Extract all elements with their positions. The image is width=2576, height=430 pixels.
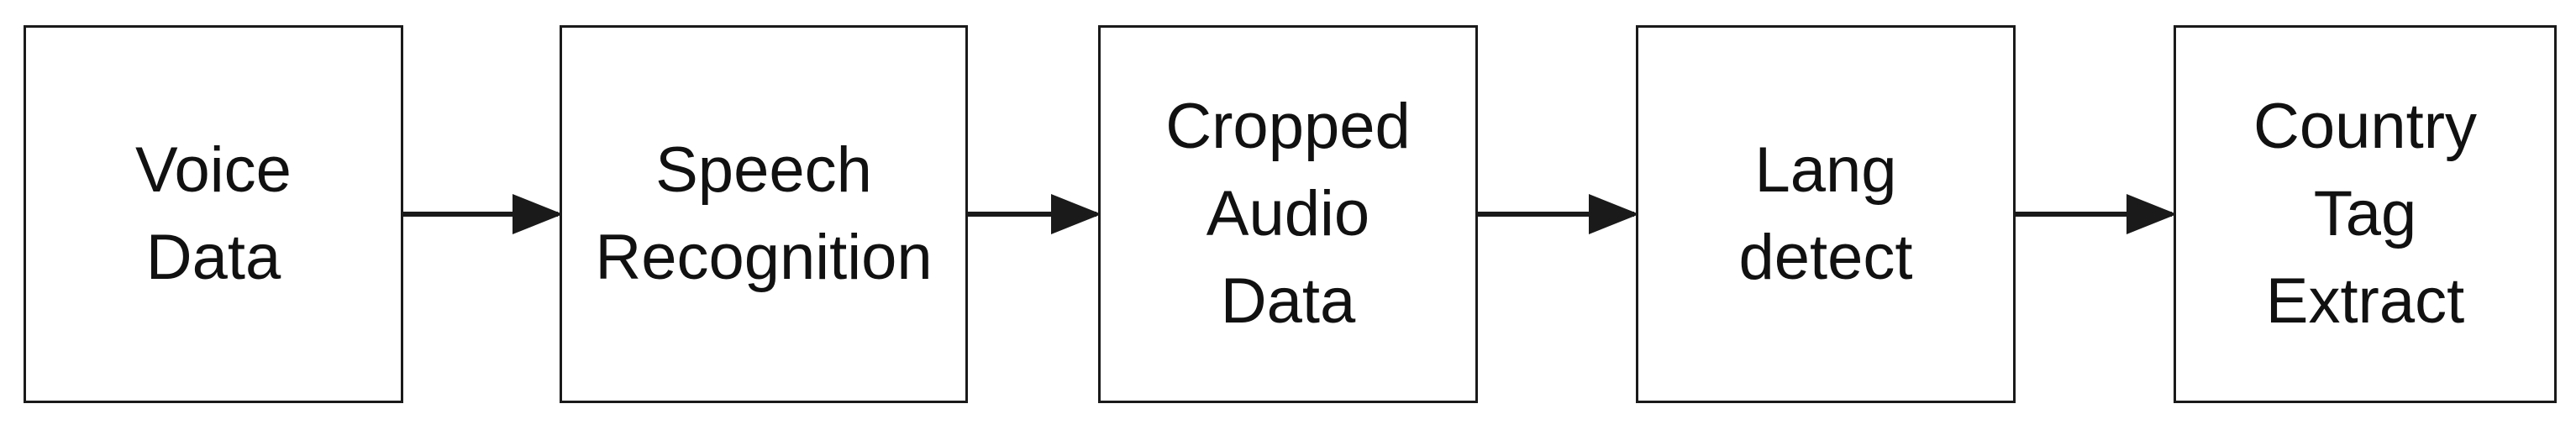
node-label-line: Cropped: [1165, 91, 1411, 162]
node-label-line: detect: [1738, 222, 1913, 293]
node-label-line: Country: [2253, 91, 2478, 162]
node-voice-data: Voice Data: [24, 25, 403, 403]
node-label-line: Lang: [1754, 134, 1897, 206]
node-label-line: Audio: [1206, 178, 1370, 249]
node-label-line: Data: [1220, 265, 1356, 337]
node-lang-detect: Lang detect: [1636, 25, 2016, 403]
node-label-line: Extract: [2265, 265, 2465, 337]
node-speech-recognition: Speech Recognition: [560, 25, 968, 403]
node-label-line: Voice: [135, 134, 292, 206]
node-label-line: Speech: [655, 134, 872, 206]
node-label: Lang detect: [1738, 127, 1912, 302]
node-label: Cropped Audio Data: [1165, 83, 1411, 345]
node-label: Speech Recognition: [595, 127, 932, 302]
node-label: Country Tag Extract: [2253, 83, 2477, 345]
node-label-line: Tag: [2313, 178, 2417, 249]
node-label-line: Recognition: [595, 222, 933, 293]
node-cropped-audio-data: Cropped Audio Data: [1098, 25, 1478, 403]
node-label: Voice Data: [135, 127, 292, 302]
node-label-line: Data: [145, 222, 281, 293]
node-country-tag-extract: Country Tag Extract: [2174, 25, 2557, 403]
